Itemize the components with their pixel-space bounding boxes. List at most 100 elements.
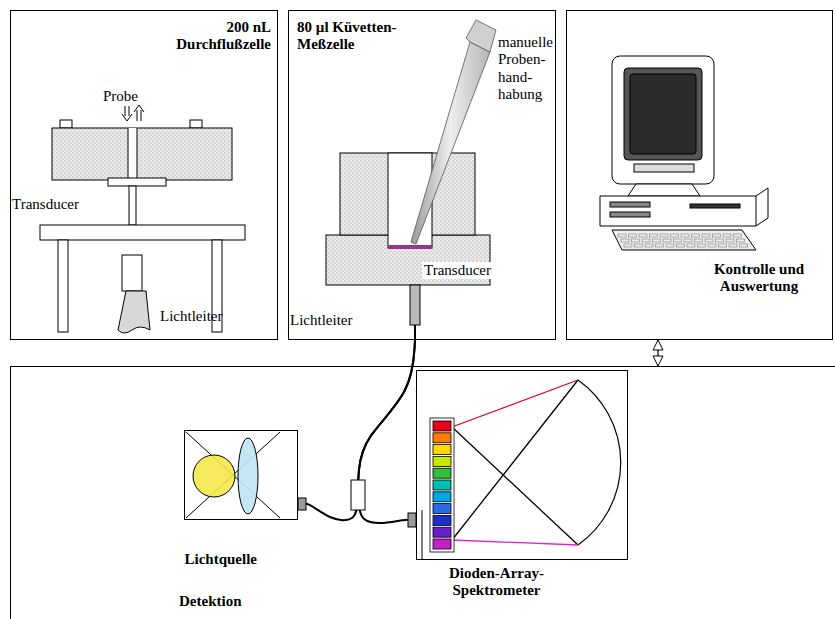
panel-title: 200 nL Durchflußzelle: [161, 19, 271, 54]
part-label: Transducer: [422, 262, 506, 279]
panel-title: 80 µl Küvetten- Meßzelle: [297, 19, 437, 54]
diode-array-part: [430, 418, 454, 552]
light-source-part: [186, 432, 280, 518]
spectrometer-optics-part: [452, 380, 578, 540]
keyboard-keys-part: [713, 234, 721, 237]
flow-cell-part: [40, 225, 245, 240]
panel-title: Kontrolle und Auswertung: [701, 261, 817, 296]
diode-array-part: [433, 433, 451, 443]
part-label: Lichtleiter: [160, 308, 250, 325]
pipette: [411, 20, 496, 244]
spectrometer-optics: [452, 380, 621, 545]
diode-array-part: [433, 468, 451, 478]
keyboard-keys-part: [716, 239, 724, 242]
flow-cell: [40, 120, 245, 333]
keyboard-keys-part: [729, 244, 737, 247]
keyboard-keys-part: [734, 234, 742, 237]
data-link-arrow: [657, 340, 658, 366]
optical-fiber: [358, 340, 415, 523]
keyboard-keys-part: [635, 244, 643, 247]
computer-part: [634, 164, 694, 172]
flow-cell-part: [128, 128, 129, 178]
light-source-part: [238, 438, 258, 514]
flow-cell-part: [137, 128, 138, 178]
sample-flow-arrows-part: [125, 106, 126, 116]
part-label: Lichtleiter: [290, 312, 380, 329]
part-label: Probe: [103, 88, 163, 105]
diode-array-part: [433, 456, 451, 466]
computer-part: [600, 188, 768, 226]
fiber-coupler-part: [351, 480, 365, 510]
panel-title: Dioden-Array- Spektrometer: [435, 565, 559, 600]
flow-cell-part: [60, 120, 72, 128]
keyboard-keys-part: [642, 239, 650, 242]
light-source-part: [298, 498, 306, 510]
part-label: Transducer: [12, 196, 102, 213]
keyboard-keys-part: [645, 244, 653, 247]
panel-box: Lichtquelle: [184, 430, 298, 520]
sample-flow-arrows-part: [134, 105, 144, 112]
panel-box: 200 nL Durchflußzelle: [10, 10, 278, 340]
keyboard-keys: [618, 234, 748, 247]
computer-part: [610, 202, 650, 207]
flow-cell-part: [108, 178, 166, 186]
optical-fiber: [298, 340, 416, 520]
panel-box: DetektionLichtquelleDioden-Array- Spektr…: [10, 366, 835, 619]
keyboard-keys-part: [684, 239, 692, 242]
diode-array-part: [433, 527, 451, 537]
keyboard-keys-part: [687, 244, 695, 247]
keyboard-keys-part: [702, 234, 710, 237]
keyboard-keys-part: [705, 239, 713, 242]
flow-cell-part: [190, 120, 202, 128]
keyboard-keys-part: [726, 239, 734, 242]
flow-cell-part: [118, 291, 150, 333]
keyboard-keys-part: [681, 234, 689, 237]
keyboard-keys-part: [698, 244, 706, 247]
flow-cell-part: [122, 255, 142, 291]
panel-box: Dioden-Array- Spektrometer: [416, 370, 628, 560]
flow-cell-part: [128, 128, 137, 180]
keyboard-keys-part: [629, 234, 637, 237]
keyboard-keys-part: [632, 239, 640, 242]
diode-array-part: [433, 421, 451, 431]
keyboard-keys-part: [666, 244, 674, 247]
panel-title: Lichtquelle: [185, 551, 295, 568]
keyboard-keys-part: [660, 234, 668, 237]
panel-title: Detektion: [179, 593, 269, 610]
keyboard-keys-part: [639, 234, 647, 237]
sample-flow-arrows: [122, 105, 144, 121]
keyboard-keys-part: [650, 234, 658, 237]
keyboard-keys-part: [671, 234, 679, 237]
keyboard-keys-part: [695, 239, 703, 242]
light-source: [186, 432, 306, 518]
keyboard-keys-part: [674, 239, 682, 242]
computer-part: [610, 212, 650, 217]
keyboard-keys-part: [692, 234, 700, 237]
diode-array-part: [433, 480, 451, 490]
spectrometer-optics-part: [578, 380, 621, 545]
pipette-part: [411, 42, 490, 244]
diode-array-part: [433, 539, 451, 549]
cuvette-cell-part: [388, 245, 432, 249]
computer-part: [756, 196, 757, 226]
spectrometer-optics-part: [452, 380, 578, 540]
spectrometer-optics-part: [452, 427, 578, 545]
connectors: [298, 340, 659, 523]
computer-part: [690, 204, 740, 208]
computer-part: [628, 184, 700, 196]
cuvette-cell-part: [410, 285, 420, 325]
keyboard-keys-part: [708, 244, 716, 247]
sample-flow-arrows-part: [137, 110, 138, 121]
sample-flow-arrows-part: [129, 106, 130, 116]
keyboard-keys-part: [737, 239, 745, 242]
sample-flow-arrows-part: [141, 110, 142, 121]
keyboard-keys-part: [663, 239, 671, 242]
panel-box: Kontrolle und Auswertung: [566, 10, 833, 340]
keyboard-keys-part: [624, 244, 632, 247]
light-source-part: [193, 455, 235, 497]
pipette-part: [466, 20, 496, 52]
diode-array-part: [433, 492, 451, 502]
keyboard-keys-part: [719, 244, 727, 247]
